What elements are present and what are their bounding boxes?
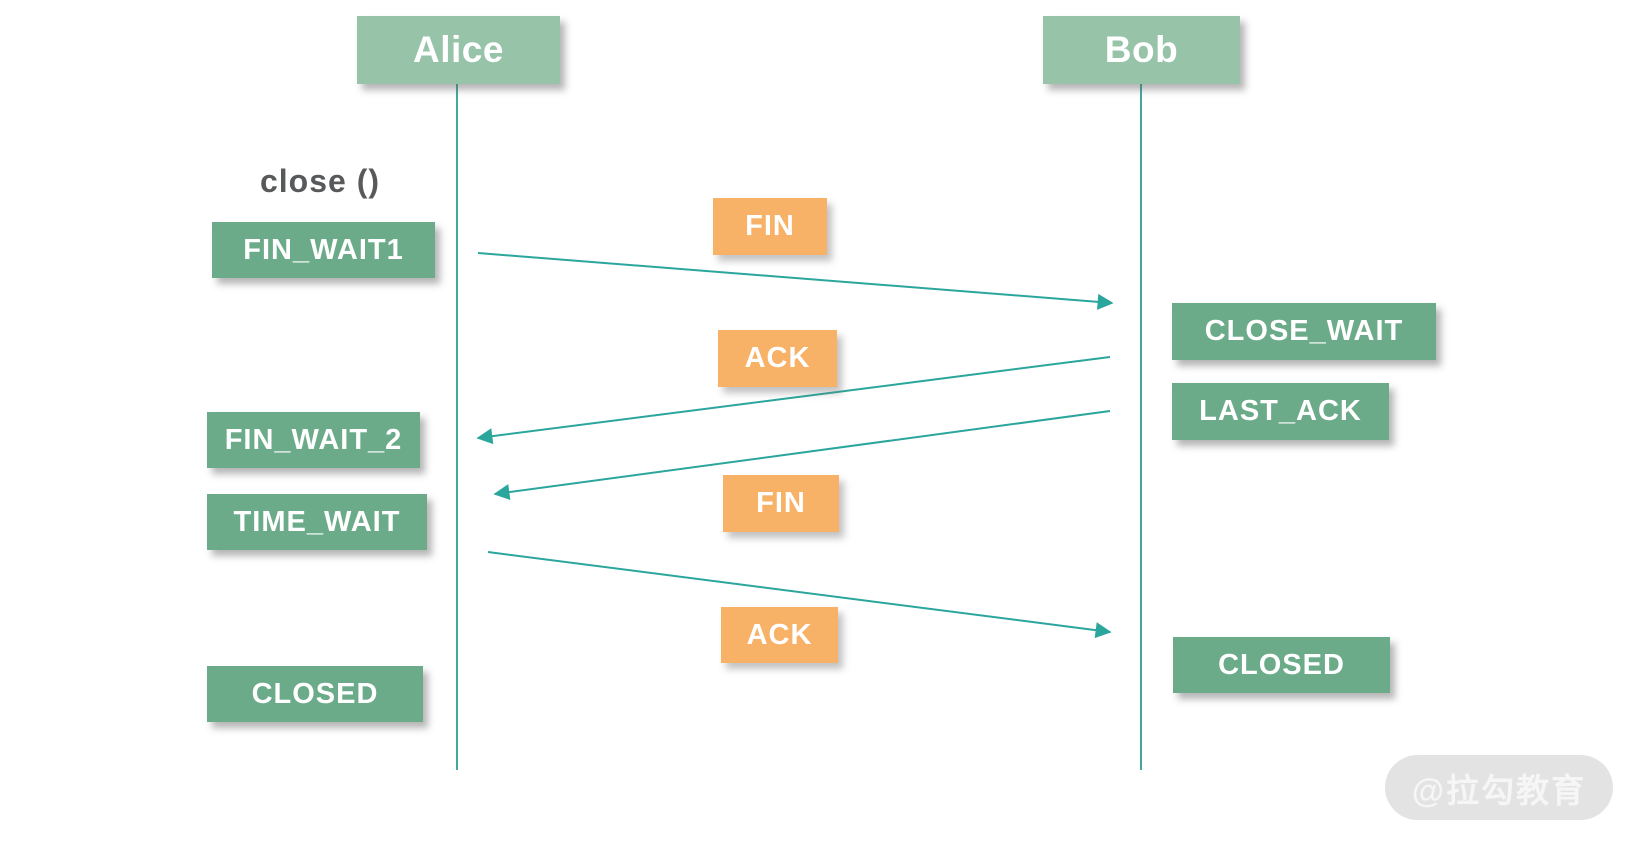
actor-bob: Bob: [1043, 16, 1240, 84]
arrow-fin-alice-to-bob: [477, 252, 1114, 310]
close-call-caption: close (): [259, 163, 381, 199]
state-closed-alice: CLOSED: [207, 666, 423, 722]
actor-bob-label: Bob: [1104, 29, 1179, 70]
state-close-wait: CLOSE_WAIT: [1172, 303, 1436, 360]
state-closed-bob: CLOSED: [1173, 637, 1390, 693]
state-closed-alice-label: CLOSED: [251, 677, 379, 710]
state-fin-wait-2: FIN_WAIT_2: [207, 412, 420, 468]
message-fin-1-label: FIN: [745, 210, 795, 242]
state-fin-wait-2-label: FIN_WAIT_2: [224, 423, 403, 456]
state-last-ack-label: LAST_ACK: [1199, 395, 1362, 427]
state-fin-wait1: FIN_WAIT1: [212, 222, 435, 278]
message-ack-2-label: ACK: [746, 618, 813, 651]
message-fin-2: FIN: [723, 475, 839, 532]
message-fin-1: FIN: [713, 198, 827, 255]
message-ack-2: ACK: [721, 607, 838, 663]
message-ack-1-label: ACK: [744, 342, 811, 374]
state-last-ack: LAST_ACK: [1172, 383, 1389, 440]
state-closed-bob-label: CLOSED: [1218, 648, 1345, 681]
message-fin-2-label: FIN: [756, 487, 806, 519]
state-time-wait-label: TIME_WAIT: [233, 505, 401, 538]
arrow-ack-bob-to-alice: [476, 356, 1111, 445]
state-fin-wait1-label: FIN_WAIT1: [243, 233, 404, 266]
actor-alice: Alice: [357, 16, 560, 84]
arrow-ack-alice-to-bob: [487, 551, 1112, 639]
alice-lifeline: [456, 84, 458, 770]
watermark-badge: @拉勾教育: [1385, 755, 1613, 820]
watermark-text: @拉勾教育: [1411, 771, 1587, 809]
actor-alice-label: Alice: [413, 29, 504, 70]
bob-lifeline: [1140, 84, 1142, 770]
arrow-fin-bob-to-alice: [493, 410, 1111, 501]
state-time-wait: TIME_WAIT: [207, 494, 427, 550]
message-ack-1: ACK: [718, 330, 837, 387]
state-close-wait-label: CLOSE_WAIT: [1204, 315, 1404, 347]
